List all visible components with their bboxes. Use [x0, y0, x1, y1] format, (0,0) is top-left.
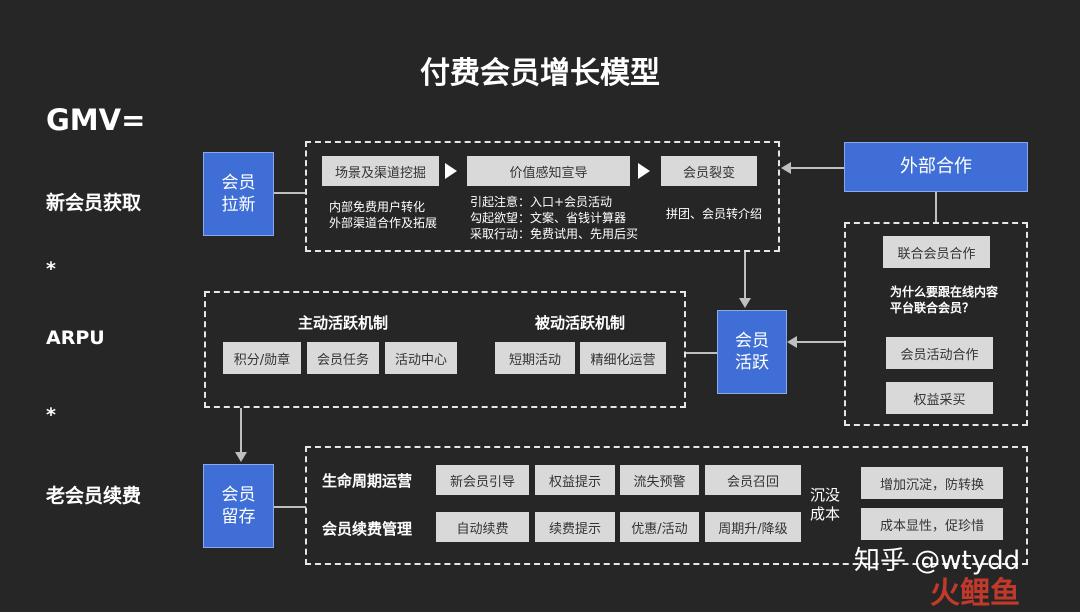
member-active-box: 会员活跃 [717, 310, 787, 394]
external-coop-box: 外部合作 [844, 142, 1028, 192]
joint-member-coop: 联合会员合作 [883, 236, 990, 268]
step1-desc: 内部免费用户转化 外部渠道合作及拓展 [329, 199, 437, 231]
active-item: 活动中心 [385, 342, 457, 374]
member-acquire-box: 会员拉新 [203, 152, 274, 236]
connector-line [274, 192, 306, 194]
step1-desc-line: 外部渠道合作及拓展 [329, 216, 438, 230]
step3-desc: 拼团、会员转介绍 [666, 207, 763, 221]
connector-line [935, 192, 937, 222]
step-scene-channel: 场景及渠道挖掘 [322, 156, 439, 186]
connector-line [797, 341, 844, 343]
lifecycle-item: 流失预警 [620, 465, 699, 495]
step-value-perception: 价值感知宣导 [467, 156, 630, 186]
external-dashed-frame [844, 222, 1028, 426]
renewal-item: 优惠/活动 [620, 512, 699, 542]
active-item: 积分/勋章 [223, 342, 301, 374]
renewal-item: 周期升/降级 [705, 512, 801, 542]
old-member-label: 老会员续费 [46, 485, 142, 507]
arrow-left-icon [787, 336, 797, 348]
connector-line [240, 408, 242, 452]
member-retain-line2: 留存 [221, 507, 256, 527]
active-dashed-frame [204, 291, 686, 408]
renewal-label: 会员续费管理 [322, 520, 413, 538]
connector-line [744, 252, 746, 298]
coop-question: 为什么要跟在线内容 平台联合会员？ [890, 284, 998, 316]
step2-desc-line: 勾起欲望：文案、省钱计算器 [470, 211, 627, 225]
member-active-line2: 活跃 [735, 353, 769, 373]
connector-line [274, 506, 306, 508]
zhihu-watermark: 知乎 @wtydd [854, 546, 1021, 576]
active-mechanism-title: 主动活跃机制 [298, 314, 389, 332]
step1-desc-line: 内部免费用户转化 [329, 200, 426, 214]
active-item: 会员任务 [307, 342, 379, 374]
member-active-line1: 会员 [735, 331, 769, 351]
arrow-down-icon [739, 298, 751, 308]
arrow-left-icon [781, 162, 791, 174]
member-retain-line1: 会员 [221, 485, 256, 505]
acquire-dashed-frame [305, 141, 780, 252]
multiply-sign-2: * [46, 404, 56, 426]
gmv-label: GMV= [46, 103, 146, 137]
rights-purchase: 权益采买 [886, 382, 993, 414]
member-acquire-line2: 拉新 [221, 195, 256, 215]
passive-item: 精细化运营 [580, 342, 666, 374]
sunk-cost-item: 增加沉淀，防转换 [861, 467, 1003, 499]
lifecycle-item: 新会员引导 [436, 465, 529, 495]
multiply-sign-1: * [46, 258, 56, 280]
arrow-right-icon [445, 163, 457, 179]
member-acquire-line1: 会员 [221, 173, 256, 193]
logo-watermark: 火鲤鱼 [930, 576, 1020, 611]
retain-dashed-frame [305, 446, 1028, 565]
lifecycle-label: 生命周期运营 [322, 472, 413, 490]
arrow-right-icon [638, 163, 650, 179]
sunk-cost-line: 沉没 [810, 486, 841, 504]
step-member-fission: 会员裂变 [661, 156, 757, 186]
arpu-label: ARPU [46, 327, 105, 349]
lifecycle-item: 权益提示 [535, 465, 615, 495]
step2-desc: 引起注意：入口+会员活动 勾起欲望：文案、省钱计算器 采取行动：免费试用、先用后… [470, 194, 638, 242]
member-activity-coop: 会员活动合作 [886, 337, 993, 369]
sunk-cost-line: 成本 [810, 505, 841, 523]
coop-question-line: 为什么要跟在线内容 [890, 285, 999, 299]
sunk-cost-label: 沉没 成本 [810, 486, 840, 524]
renewal-item: 续费提示 [535, 512, 615, 542]
lifecycle-item: 会员召回 [705, 465, 801, 495]
arrow-down-icon [235, 452, 247, 462]
renewal-item: 自动续费 [436, 512, 529, 542]
connector-line [685, 352, 717, 354]
step2-desc-line: 采取行动：免费试用、先用后买 [470, 227, 639, 241]
member-retain-box: 会员留存 [203, 464, 274, 548]
connector-line [791, 167, 844, 169]
page-title: 付费会员增长模型 [420, 56, 660, 91]
passive-item: 短期活动 [495, 342, 575, 374]
step2-desc-line: 引起注意：入口+会员活动 [470, 195, 613, 209]
new-member-label: 新会员获取 [46, 192, 142, 214]
coop-question-line: 平台联合会员？ [890, 301, 975, 315]
passive-mechanism-title: 被动活跃机制 [535, 314, 626, 332]
sunk-cost-item: 成本显性，促珍惜 [861, 508, 1003, 540]
